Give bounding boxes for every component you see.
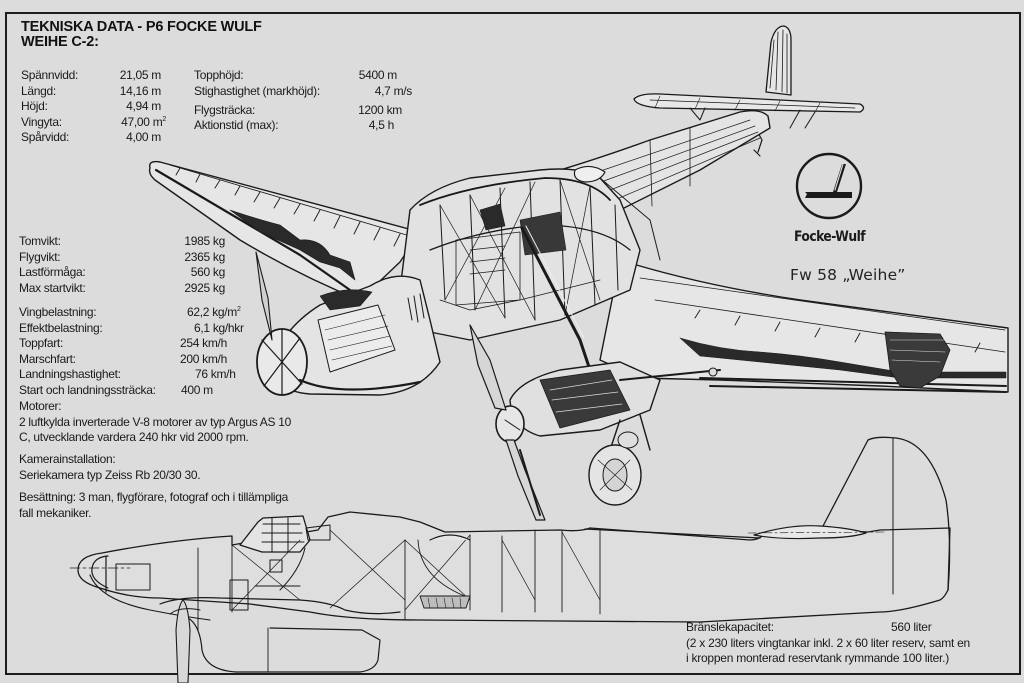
spec-value: 4,00 m: [126, 130, 161, 144]
fuel-text-line-2: i kroppen monterad reservtank rymmande 1…: [686, 651, 949, 665]
spec-row: Aktionstid (max): 4,5 h: [194, 118, 412, 134]
spec-label: Vingbelastning:: [19, 305, 97, 319]
right-wing: [599, 259, 1009, 393]
camera-text: Seriekamera typ Zeiss Rb 20/30 30.: [19, 467, 201, 482]
spec-row: Landningshastighet: 76 km/h: [19, 367, 249, 383]
left-wing: [148, 160, 421, 301]
page-title: TEKNISKA DATA - P6 FOCKE WULF WEIHE C-2:: [21, 20, 262, 50]
dimensions-table: Spännvidd: 21,05 m Längd: 14,16 m Höjd: …: [21, 68, 171, 146]
spec-row: Tomvikt: 1985 kg: [19, 234, 225, 250]
superscript: 2: [162, 115, 166, 123]
spec-label: Längd:: [21, 83, 56, 98]
fuel-value: 560 liter: [891, 620, 932, 634]
weights-table: Tomvikt: 1985 kg Flygvikt: 2365 kg Lastf…: [19, 234, 225, 296]
loads-speeds-table: Vingbelastning: 62,2 kg/m2 Effektbelastn…: [19, 305, 249, 398]
spec-row: Vingyta: 47,00 m2: [21, 115, 171, 131]
spec-label: Flygsträcka:: [194, 102, 256, 117]
spec-value-text: 62,2 kg/m: [187, 305, 237, 319]
cabin-framework: [399, 165, 661, 402]
fuel-capacity-row: Bränslekapacitet: 560 liter: [686, 620, 970, 636]
spec-label: Höjd:: [21, 99, 48, 113]
spec-value-text: 47,00 m: [121, 114, 163, 129]
spec-value: 21,05 m: [119, 68, 162, 82]
spec-value: 4,5 h: [368, 118, 395, 132]
spec-row: Flygvikt: 2365 kg: [19, 250, 225, 266]
engines-text-line-1: 2 luftkylda inverterade V-8 motorer av t…: [19, 414, 291, 429]
spec-label: Stighastighet (markhöjd):: [194, 83, 320, 98]
spec-value: 2925 kg: [184, 280, 225, 295]
spec-row: Toppfart: 254 km/h: [19, 336, 249, 352]
spec-label: Aktionstid (max):: [194, 118, 279, 132]
spec-value: 6,1 kg/hkr: [194, 320, 244, 335]
spec-row: Max startvikt: 2925 kg: [19, 281, 225, 297]
nose-section: [255, 251, 441, 396]
spec-label: Vingyta:: [21, 114, 62, 129]
spec-label: Spännvidd:: [21, 68, 79, 82]
spec-row: Spännvidd: 21,05 m: [21, 68, 171, 84]
spec-value: 62,2 kg/m2: [187, 305, 241, 321]
camera-section: Kamerainstallation: Seriekamera typ Zeis…: [19, 452, 201, 483]
camera-heading: Kamerainstallation:: [19, 452, 116, 466]
fuel-label: Bränslekapacitet:: [686, 620, 774, 634]
title-line-2: WEIHE C-2:: [21, 34, 99, 50]
engines-text-line-2: C, utvecklande vardera 240 hkr vid 2000 …: [19, 430, 249, 444]
spec-value: 200 km/h: [180, 351, 227, 366]
spec-row: Lastförmåga: 560 kg: [19, 265, 225, 281]
engines-section: Motorer: 2 luftkylda inverterade V-8 mot…: [19, 399, 291, 446]
spec-value: 76 km/h: [195, 367, 236, 381]
spec-row: Flygsträcka: 1200 km: [194, 103, 412, 119]
focke-wulf-logo-icon: [795, 152, 863, 220]
spec-row: Topphöjd: 5400 m: [194, 68, 412, 84]
cutaway-drawing: [148, 25, 1009, 521]
spec-label: Effektbelastning:: [19, 320, 103, 335]
spec-label: Spårvidd:: [21, 130, 69, 144]
spec-label: Toppfart:: [19, 336, 63, 350]
fuel-text-line-1: (2 x 230 liters vingtankar inkl. 2 x 60 …: [686, 635, 970, 650]
spec-value: 400 m: [181, 382, 213, 397]
spec-value: 1200 km: [358, 102, 402, 117]
spec-value: 560 kg: [190, 265, 226, 279]
spec-value: 1985 kg: [184, 234, 225, 248]
spec-label: Max startvikt:: [19, 280, 86, 295]
spec-value: 14,16 m: [119, 83, 162, 98]
side-view-drawing: [69, 436, 951, 683]
engines-heading: Motorer:: [19, 399, 62, 413]
superscript: 2: [237, 306, 241, 313]
spec-label: Marschfart:: [19, 351, 76, 366]
spec-row: Spårvidd: 4,00 m: [21, 130, 171, 146]
spec-value: 4,94 m: [126, 99, 161, 113]
title-line-1: TEKNISKA DATA - P6 FOCKE WULF: [21, 19, 262, 35]
model-designation: Fw 58 „Weihe”: [790, 266, 906, 284]
spec-row: Start och landningssträcka: 400 m: [19, 383, 249, 399]
spec-row: Höjd: 4,94 m: [21, 99, 171, 115]
spec-value: 47,00 m2: [121, 115, 166, 131]
spec-label: Start och landningssträcka:: [19, 382, 156, 397]
spec-label: Flygvikt:: [19, 249, 61, 264]
spec-label: Lastförmåga:: [19, 265, 86, 279]
engine-nacelle: [469, 324, 721, 521]
crew-section: Besättning: 3 man, flygförare, fotograf …: [19, 490, 288, 521]
spec-row: Effektbelastning: 6,1 kg/hkr: [19, 321, 249, 337]
spec-label: Landningshastighet:: [19, 367, 121, 381]
fuel-section: Bränslekapacitet: 560 liter (2 x 230 lit…: [686, 620, 970, 667]
spec-value: 2365 kg: [184, 249, 225, 264]
crew-text-line-1: Besättning: 3 man, flygförare, fotograf …: [19, 490, 289, 504]
spec-value: 254 km/h: [180, 336, 227, 350]
spec-value: 4,7 m/s: [374, 83, 413, 98]
spec-row: Längd: 14,16 m: [21, 84, 171, 100]
crew-text-line-2: fall mekaniker.: [19, 505, 92, 520]
brand-name: Focke-Wulf: [794, 229, 866, 245]
spec-row: Marschfart: 200 km/h: [19, 352, 249, 368]
spec-row: Stighastighet (markhöjd): 4,7 m/s: [194, 84, 412, 103]
spec-label: Topphöjd:: [194, 68, 244, 82]
spec-row: Vingbelastning: 62,2 kg/m2: [19, 305, 249, 321]
spec-value: 5400 m: [358, 68, 398, 82]
page-border: [5, 12, 1021, 675]
performance-table: Topphöjd: 5400 m Stighastighet (markhöjd…: [194, 68, 412, 134]
tail-assembly: [633, 25, 865, 157]
spec-label: Tomvikt:: [19, 234, 61, 248]
